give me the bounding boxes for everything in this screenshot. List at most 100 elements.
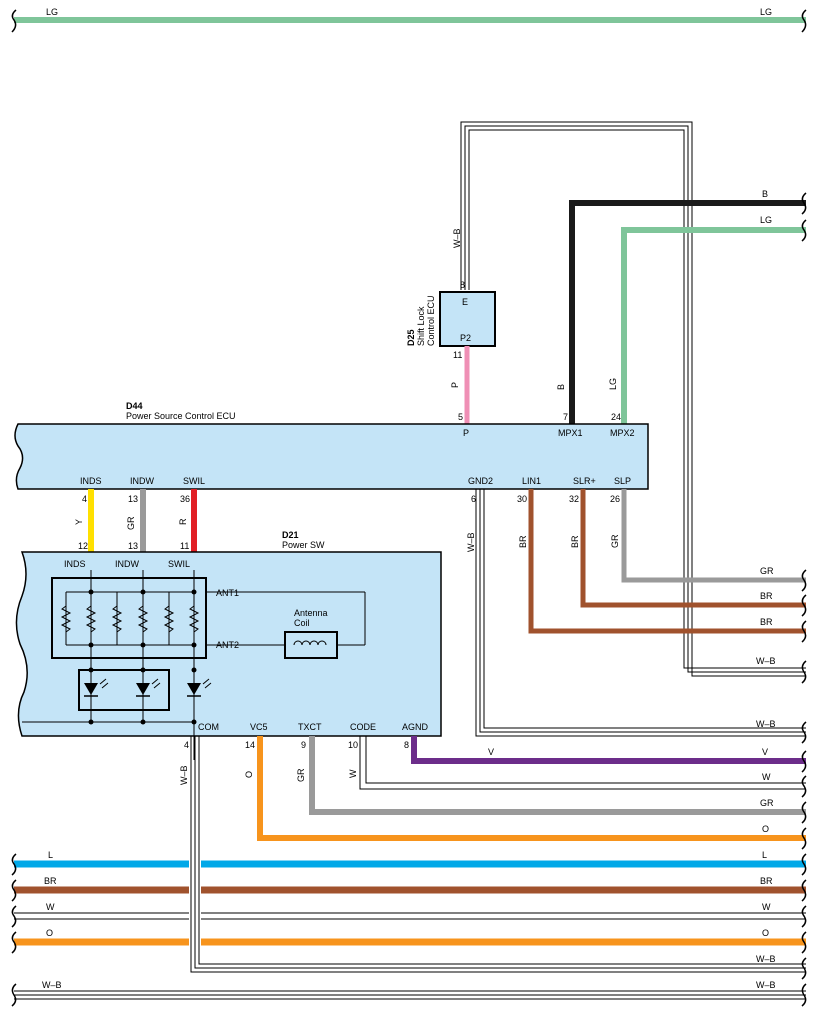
wire-label: V bbox=[488, 747, 494, 757]
wire-label: BR bbox=[44, 876, 57, 886]
wire-label: L bbox=[48, 850, 53, 860]
d44-term-slr: SLR+ bbox=[573, 476, 596, 486]
pin-number: 13 bbox=[128, 541, 138, 551]
d25-shift-lock-ecu: E P2 D25 Shift Lock Control ECU bbox=[406, 291, 496, 347]
wire-label: GR bbox=[610, 534, 620, 548]
d25-pin-e: E bbox=[462, 297, 468, 307]
pin-number: 5 bbox=[458, 412, 463, 422]
wire-label: W–B bbox=[452, 228, 462, 248]
wire-label: L bbox=[762, 850, 767, 860]
o-vc5-wire: 14 O bbox=[244, 736, 806, 841]
d21-term-code: CODE bbox=[350, 722, 376, 732]
lg-wire: LG LG 24 bbox=[608, 215, 807, 424]
bottom-wb-bus: W–B W–B bbox=[11, 980, 807, 1007]
pin-number: 9 bbox=[301, 740, 306, 750]
d25-pin-p2: P2 bbox=[460, 333, 471, 343]
wire-label: LG bbox=[608, 378, 618, 390]
wire-label: GR bbox=[760, 798, 774, 808]
wb-gnd2-wire bbox=[475, 489, 806, 737]
d44-name: Power Source Control ECU bbox=[126, 411, 236, 421]
d21-term-com: COM bbox=[198, 722, 219, 732]
p-wire: 11 P 5 bbox=[450, 346, 470, 424]
b-wire: B B 7 bbox=[556, 189, 807, 424]
pin-number: 26 bbox=[610, 494, 620, 504]
wire-label: BR bbox=[760, 591, 773, 601]
br-slr-wire: 32 BR bbox=[569, 489, 806, 608]
pin-number: 6 bbox=[471, 494, 476, 504]
pin-number: 8 bbox=[460, 280, 465, 290]
d44-term-p: P bbox=[463, 428, 469, 438]
wire-label: W–B bbox=[179, 765, 189, 785]
wire-label: W bbox=[762, 902, 771, 912]
wb-com-wire bbox=[190, 736, 806, 973]
gr-txct-wire: 9 GR bbox=[296, 736, 806, 815]
wire-label: BR bbox=[760, 617, 773, 627]
gr-indw-wire: 13 GR 13 bbox=[126, 489, 146, 552]
y-wire: 4 Y 12 bbox=[74, 489, 94, 552]
bus-squiggles bbox=[11, 853, 807, 980]
d44-term-slp: SLP bbox=[614, 476, 631, 486]
d44-power-source-ecu: D44 Power Source Control ECU INDS INDW S… bbox=[14, 401, 649, 490]
wire-label: W bbox=[762, 772, 771, 782]
wire-label: W–B bbox=[42, 980, 62, 990]
wire-label: R bbox=[178, 518, 188, 525]
pin-number: 8 bbox=[404, 740, 409, 750]
wire-label: O bbox=[244, 771, 254, 778]
d25-name-line1: Shift Lock bbox=[416, 306, 426, 346]
pin-number: 36 bbox=[180, 494, 190, 504]
pin-number: 30 bbox=[517, 494, 527, 504]
led-icon bbox=[136, 678, 161, 697]
d21-ant2: ANT2 bbox=[216, 640, 239, 650]
r-wire: 36 R 11 bbox=[178, 489, 197, 552]
bus-o: O O bbox=[14, 928, 806, 946]
pin-number: 4 bbox=[82, 494, 87, 504]
wire-label: GR bbox=[296, 768, 306, 782]
led-icon bbox=[84, 678, 109, 697]
wire-label: LG bbox=[760, 7, 772, 17]
wire-label: W–B bbox=[756, 980, 776, 990]
d21-code: D21 bbox=[282, 530, 299, 540]
pin-number: 7 bbox=[563, 412, 568, 422]
bus-l: L L bbox=[14, 850, 806, 868]
d44-term-gnd2: GND2 bbox=[468, 476, 493, 486]
d25-code: D25 bbox=[406, 329, 416, 346]
wire-label: LG bbox=[760, 215, 772, 225]
d21-ant1: ANT1 bbox=[216, 588, 239, 598]
wire-label: O bbox=[762, 824, 769, 834]
pin-number: 13 bbox=[128, 494, 138, 504]
d44-term-swil: SWIL bbox=[183, 476, 205, 486]
wire-label: BR bbox=[760, 876, 773, 886]
d44-code: D44 bbox=[126, 401, 143, 411]
led-icon bbox=[187, 678, 212, 697]
d44-term-inds: INDS bbox=[80, 476, 102, 486]
wire-label: W–B bbox=[756, 954, 776, 964]
right-wire-labels-mid: GR BR BR W–B W–B bbox=[756, 566, 807, 744]
wire-label: V bbox=[762, 747, 768, 757]
v-agnd-wire: 8 V bbox=[404, 736, 806, 764]
pin-number: 10 bbox=[348, 740, 358, 750]
pin-number: 12 bbox=[78, 541, 88, 551]
wire-label: GR bbox=[760, 566, 774, 576]
pin-number: 11 bbox=[453, 350, 462, 360]
wire-label: Y bbox=[74, 519, 84, 525]
d21-term-inds: INDS bbox=[64, 559, 86, 569]
d21-term-swil: SWIL bbox=[168, 559, 190, 569]
wire-label: B bbox=[762, 189, 768, 199]
antenna-label-1: Antenna bbox=[294, 608, 328, 618]
pin-number: 14 bbox=[245, 740, 255, 750]
d21-term-txct: TXCT bbox=[298, 722, 322, 732]
antenna-coil: Antenna Coil bbox=[284, 608, 338, 659]
wire-label: P bbox=[450, 382, 460, 388]
gr-slp-wire: 26 GR bbox=[610, 489, 806, 583]
wire-label: W–B bbox=[756, 656, 776, 666]
wire-label: W–B bbox=[466, 532, 476, 552]
wire-label: B bbox=[556, 384, 566, 390]
wire-label: GR bbox=[126, 516, 136, 530]
antenna-label-2: Coil bbox=[294, 618, 310, 628]
d44-term-mpx2: MPX2 bbox=[610, 428, 635, 438]
top-lg-bus: LG LG bbox=[11, 7, 807, 33]
bus-w bbox=[14, 912, 806, 920]
wire-label: O bbox=[46, 928, 53, 938]
d21-name: Power SW bbox=[282, 540, 325, 550]
